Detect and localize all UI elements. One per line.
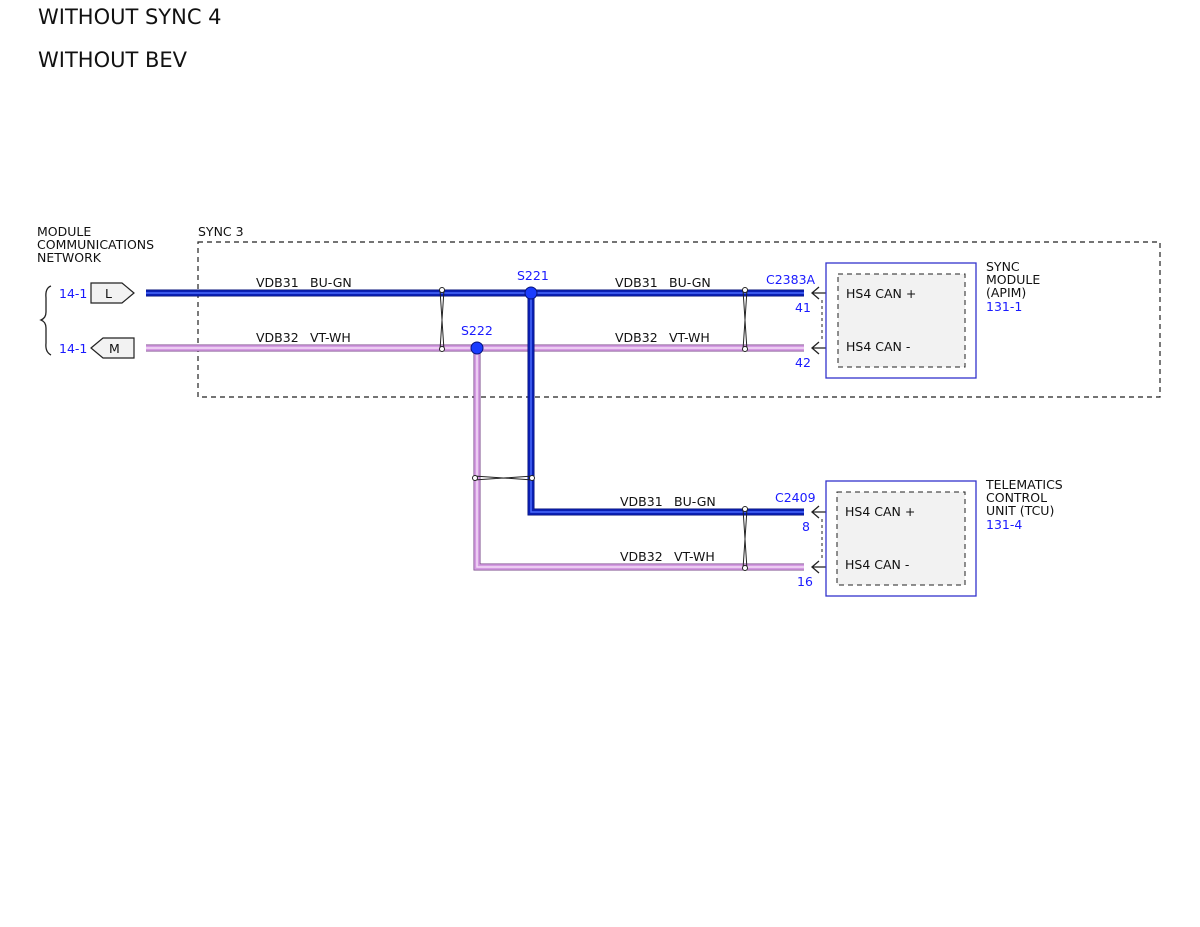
header-without-sync4: WITHOUT SYNC 4	[38, 5, 222, 29]
module-apim-name-1: SYNC	[986, 259, 1020, 274]
connector-m-label: M	[109, 341, 120, 356]
module-apim-name-3: (APIM)	[986, 285, 1026, 300]
connector-m: M	[90, 337, 135, 359]
wire-label-vdb32-1: VDB32	[256, 330, 299, 345]
module-apim-pin-plus: HS4 CAN +	[846, 286, 916, 301]
twisted-pair-4	[742, 506, 748, 571]
wire-color-vdb32-1: VT-WH	[310, 330, 351, 345]
wire-label-vdb31-2: VDB31	[615, 275, 658, 290]
module-tcu[interactable]: C2409 8 16 HS4 CAN + HS4 CAN - TELEMATIC…	[775, 477, 1063, 597]
module-tcu-name-2: CONTROL	[986, 490, 1047, 505]
wire-vdb32	[146, 344, 804, 571]
network-brace	[39, 285, 52, 356]
module-tcu-name-3: UNIT (TCU)	[986, 503, 1054, 518]
splice-s221-label[interactable]: S221	[517, 268, 549, 283]
twisted-pair-3	[472, 475, 535, 481]
wire-color-vdb32-3: VT-WH	[674, 549, 715, 564]
twisted-pair-1	[439, 287, 445, 352]
splice-s221	[524, 286, 538, 300]
pin-16-label: 16	[797, 574, 813, 589]
wire-label-vdb32-2: VDB32	[615, 330, 658, 345]
connector-c2409-label[interactable]: C2409	[775, 490, 816, 505]
network-label-line2: COMMUNICATIONS	[37, 237, 154, 252]
wire-color-vdb32-2: VT-WH	[669, 330, 710, 345]
module-apim-pin-minus: HS4 CAN -	[846, 339, 910, 354]
connector-l-label: L	[105, 286, 112, 301]
module-apim-name-2: MODULE	[986, 272, 1040, 287]
connector-l: L	[90, 282, 135, 304]
network-ref-m[interactable]: 14-1	[59, 341, 87, 356]
network-ref-l[interactable]: 14-1	[59, 286, 87, 301]
twisted-pair-2	[742, 287, 748, 352]
module-apim-inner	[837, 273, 966, 368]
module-tcu-pin-plus: HS4 CAN +	[845, 504, 915, 519]
pin-42-label: 42	[795, 355, 811, 370]
wire-label-vdb31-1: VDB31	[256, 275, 299, 290]
wire-label-vdb31-3: VDB31	[620, 494, 663, 509]
network-label-line3: NETWORK	[37, 250, 102, 265]
wire-color-vdb31-1: BU-GN	[310, 275, 352, 290]
connector-c2383a-label[interactable]: C2383A	[766, 272, 816, 287]
module-tcu-pin-minus: HS4 CAN -	[845, 557, 909, 572]
wire-label-vdb32-3: VDB32	[620, 549, 663, 564]
pin-41-label: 41	[795, 300, 811, 315]
wire-vdb31	[146, 289, 804, 516]
module-tcu-ref[interactable]: 131-4	[986, 517, 1022, 532]
network-label-line1: MODULE	[37, 224, 91, 239]
splice-s222-label[interactable]: S222	[461, 323, 493, 338]
module-apim[interactable]: C2383A 41 42 HS4 CAN + HS4 CAN - SYNC MO…	[766, 259, 1040, 379]
wire-color-vdb31-3: BU-GN	[674, 494, 716, 509]
module-tcu-inner	[836, 491, 966, 586]
module-tcu-name-1: TELEMATICS	[985, 477, 1063, 492]
module-apim-ref[interactable]: 131-1	[986, 299, 1022, 314]
splice-s222	[470, 341, 484, 355]
wire-color-vdb31-2: BU-GN	[669, 275, 711, 290]
header-without-bev: WITHOUT BEV	[38, 48, 188, 72]
sync3-label: SYNC 3	[198, 224, 244, 239]
pin-8-label: 8	[802, 519, 810, 534]
sync3-boundary	[197, 241, 1161, 398]
